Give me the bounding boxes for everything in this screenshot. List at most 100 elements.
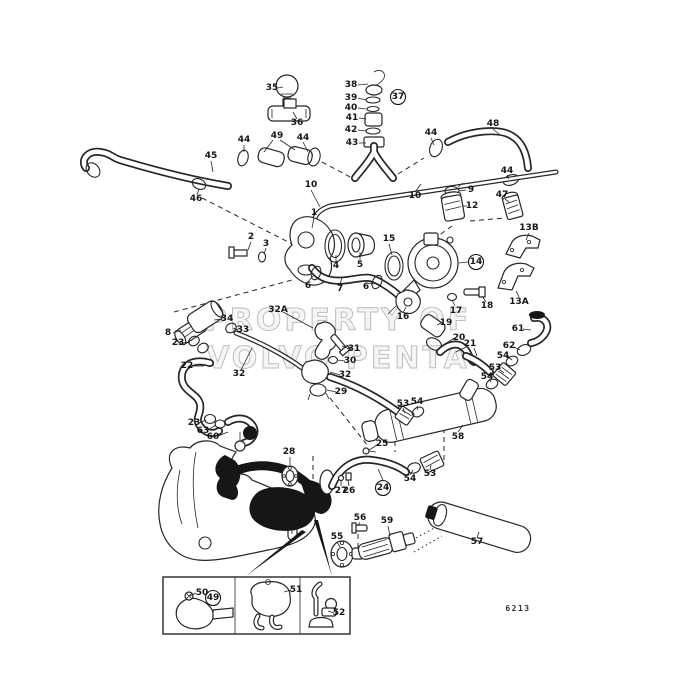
svg-text:38: 38 xyxy=(345,80,358,90)
part-label-44: 44 xyxy=(297,133,310,143)
svg-text:21: 21 xyxy=(464,339,477,349)
part-label-6: 6 xyxy=(363,282,369,292)
hose-49-b xyxy=(287,146,313,166)
washer-23-b xyxy=(203,413,217,425)
svg-text:57: 57 xyxy=(471,537,484,547)
svg-text:44: 44 xyxy=(425,128,438,138)
part-label-6: 6 xyxy=(305,281,311,291)
svg-text:20: 20 xyxy=(453,333,466,343)
part-label-10: 10 xyxy=(305,180,318,190)
clamp-44-b xyxy=(307,147,321,167)
bolt-56 xyxy=(354,524,368,532)
svg-text:23: 23 xyxy=(188,418,201,428)
svg-text:53: 53 xyxy=(489,363,502,373)
part-label-37: 37 xyxy=(389,88,407,106)
part-label-1: 1 xyxy=(311,208,317,218)
part-label-39: 39 xyxy=(345,93,358,103)
part-label-50: 50 xyxy=(196,588,209,598)
part-label-19: 19 xyxy=(440,318,453,328)
svg-text:10: 10 xyxy=(305,180,318,190)
part-label-36: 36 xyxy=(291,118,304,128)
svg-text:41: 41 xyxy=(346,113,359,123)
svg-text:3: 3 xyxy=(263,239,269,249)
svg-text:8: 8 xyxy=(165,328,171,338)
bracket-13b xyxy=(505,234,541,259)
svg-text:43: 43 xyxy=(346,138,359,148)
part-label-53: 53 xyxy=(424,469,437,479)
exhaust-manifold-black xyxy=(215,455,241,500)
part-label-12: 12 xyxy=(466,201,479,211)
clamp-46 xyxy=(191,178,207,190)
part-label-27: 27 xyxy=(335,486,348,496)
part-label-59: 59 xyxy=(381,516,394,526)
fitting-stack-38-43 xyxy=(351,70,397,182)
svg-text:49: 49 xyxy=(207,593,220,603)
part-label-24: 24 xyxy=(374,479,392,497)
part-label-13A: 13A xyxy=(509,297,529,307)
part-label-31: 31 xyxy=(348,344,361,354)
inset-cell-52 xyxy=(308,581,338,628)
ring-63 xyxy=(214,419,226,429)
hose-49-a xyxy=(257,147,285,168)
svg-text:35: 35 xyxy=(266,83,279,93)
svg-text:27: 27 xyxy=(335,486,348,496)
bolt-25 xyxy=(362,447,370,455)
svg-text:7: 7 xyxy=(337,284,343,294)
inset-cell-51 xyxy=(250,579,291,631)
sensor-12-group xyxy=(440,182,466,222)
fitting-34 xyxy=(186,300,224,334)
part-label-46: 46 xyxy=(190,194,203,204)
part-label-48: 48 xyxy=(487,119,500,129)
svg-text:26: 26 xyxy=(343,486,356,496)
clamp-6-a xyxy=(310,265,322,281)
part-label-9: 9 xyxy=(468,185,474,195)
fitting-53-a xyxy=(492,362,517,386)
exhaust-pipe-24-group xyxy=(319,447,445,495)
clamp-54-c xyxy=(407,462,421,474)
svg-text:31: 31 xyxy=(348,344,361,354)
part-label-57: 57 xyxy=(471,537,484,547)
svg-text:53: 53 xyxy=(424,469,437,479)
part-label-61: 61 xyxy=(512,324,525,334)
svg-text:44: 44 xyxy=(238,135,251,145)
svg-text:58: 58 xyxy=(452,432,465,442)
svg-text:44: 44 xyxy=(501,166,514,176)
bracket-13a xyxy=(497,262,535,291)
part-label-25: 25 xyxy=(376,439,389,449)
part-label-14: 14 xyxy=(467,253,485,271)
part-label-47: 47 xyxy=(496,190,509,200)
svg-text:33: 33 xyxy=(237,325,250,335)
svg-text:10: 10 xyxy=(409,191,422,201)
engine-block xyxy=(158,432,332,576)
part-label-32: 32 xyxy=(339,370,352,380)
svg-text:56: 56 xyxy=(354,513,367,523)
svg-text:34: 34 xyxy=(221,314,234,324)
watermark-line2: VOLVO PENTA xyxy=(206,341,470,376)
svg-text:59: 59 xyxy=(381,516,394,526)
svg-text:22: 22 xyxy=(181,361,194,371)
svg-text:28: 28 xyxy=(283,447,296,457)
part-label-52: 52 xyxy=(333,608,346,618)
hose-21 xyxy=(463,353,493,375)
part-label-44: 44 xyxy=(425,128,438,138)
part-label-44: 44 xyxy=(238,135,251,145)
washer-23-a xyxy=(188,335,200,347)
pointer-arrow-left xyxy=(246,530,306,576)
hose-59 xyxy=(357,530,416,560)
hose-to-muffler xyxy=(327,374,401,415)
bolt-2 xyxy=(233,249,248,257)
pointer-arrow-right xyxy=(314,520,332,576)
part-label-53: 53 xyxy=(397,399,410,409)
svg-text:4: 4 xyxy=(333,261,339,271)
part-label-23: 23 xyxy=(188,418,201,428)
part-label-42: 42 xyxy=(345,125,358,135)
fitting-41 xyxy=(364,112,383,127)
part-label-32A: 32A xyxy=(268,305,288,315)
part-label-55: 55 xyxy=(331,532,344,542)
valve-35-36 xyxy=(267,74,311,122)
part-label-54: 54 xyxy=(481,372,494,382)
hose-22-group xyxy=(177,357,259,447)
inset-cell-49-50 xyxy=(175,591,234,630)
